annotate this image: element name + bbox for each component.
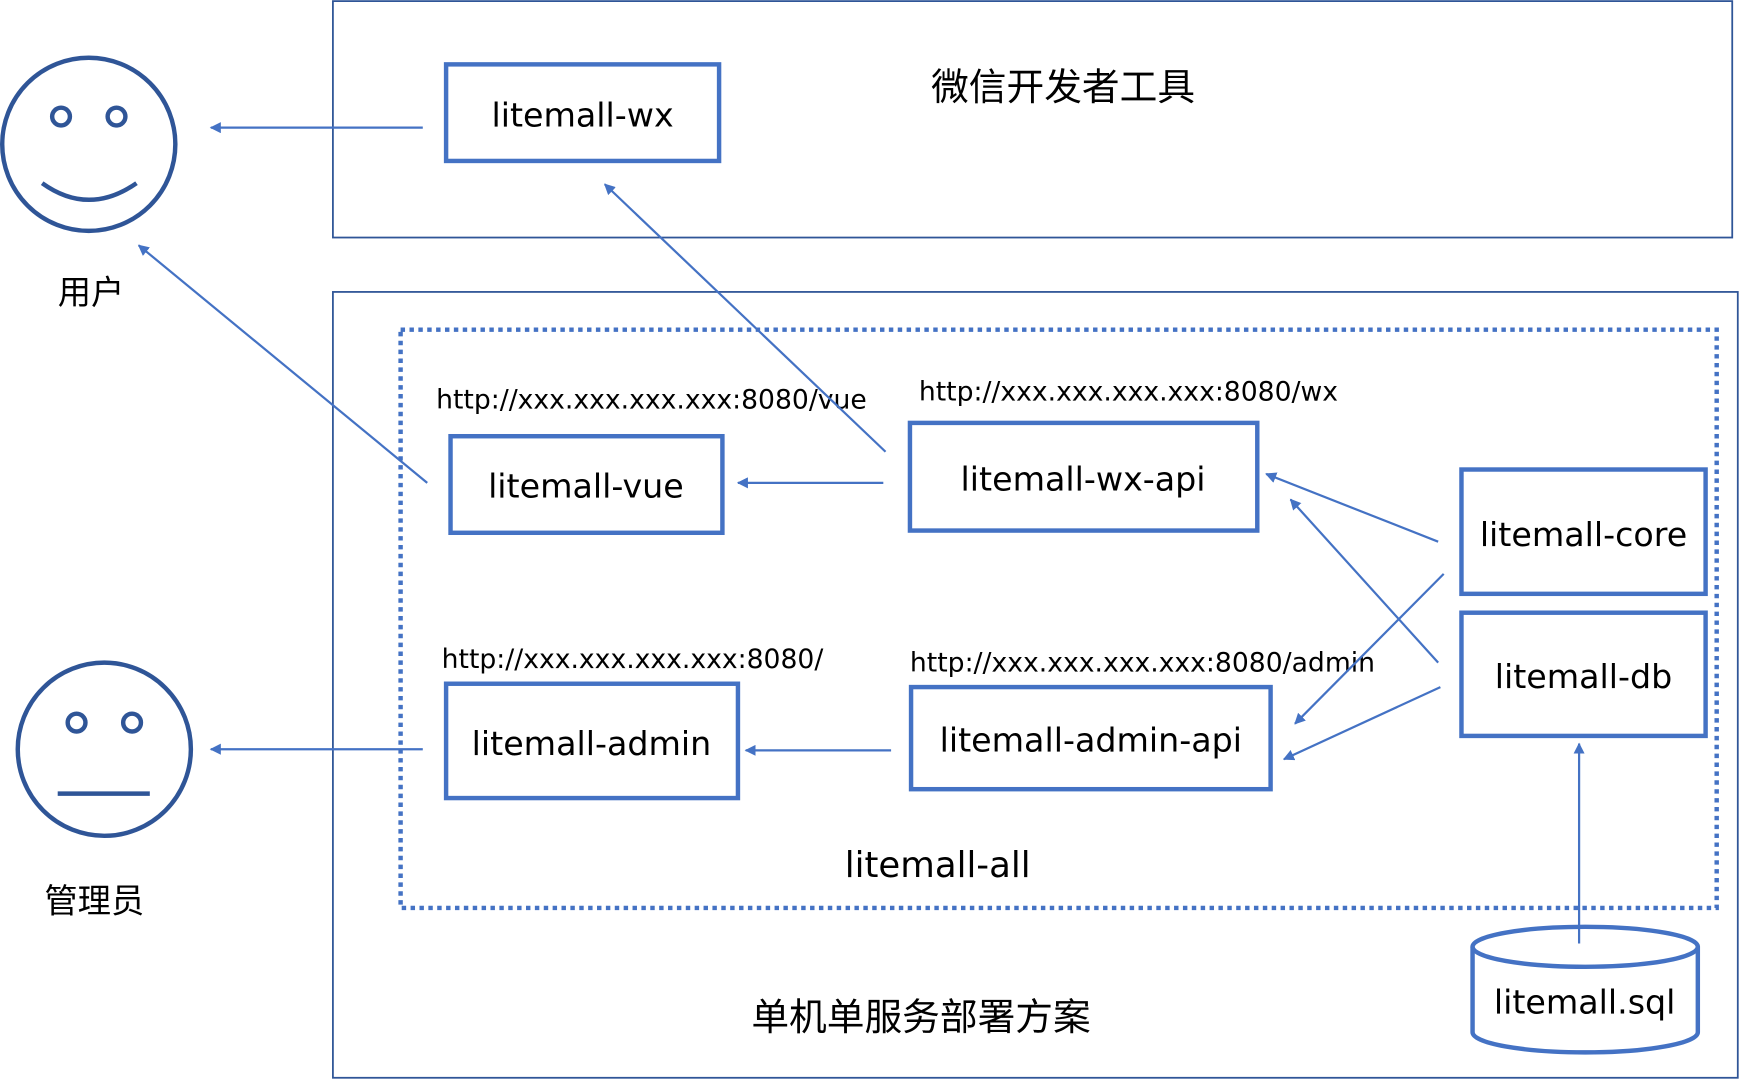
wechat-devtools-title: 微信开发者工具 [931,65,1195,109]
url-vue: http://xxx.xxx.xxx.xxx:8080/vue [436,384,867,415]
litemall-wx-api-box: litemall-wx-api [907,420,1260,533]
arrow-wx-api-to-wx [603,183,887,453]
admin-neutral-face-icon [15,660,194,839]
litemall-wx-box: litemall-wx [443,62,722,164]
arrow-vue-to-user [137,244,428,484]
litemall-db-box: litemall-db [1459,610,1708,739]
litemall-vue-label: litemall-vue [488,466,684,505]
url-admin: http://xxx.xxx.xxx.xxx:8080/ [442,644,824,675]
litemall-core-label: litemall-core [1480,515,1687,554]
admin-label: 管理员 [44,881,144,920]
arrow-core-to-wx-api [1265,472,1439,543]
user-label: 用户 [58,273,125,312]
litemall-sql-label: litemall.sql [1494,982,1676,1021]
litemall-sql-database-icon: litemall.sql [1470,924,1701,1055]
arrow-db-to-wx-api [1289,498,1439,664]
litemall-wx-api-label: litemall-wx-api [961,460,1206,499]
litemall-wx-label: litemall-wx [491,96,673,135]
arrow-core-to-admin-api [1294,573,1445,725]
litemall-all-boundary [398,327,1719,911]
user-smiley-icon [0,55,178,234]
arrow-db-to-admin-api [1282,686,1441,761]
litemall-core-box: litemall-core [1459,467,1708,597]
url-admin-api: http://xxx.xxx.xxx.xxx:8080/admin [910,648,1375,679]
deployment-title: 单机单服务部署方案 [751,995,1090,1039]
litemall-all-title: litemall-all [845,845,1031,886]
wechat-devtools-frame [332,0,1734,239]
deployment-frame [332,291,1739,1079]
url-wx: http://xxx.xxx.xxx.xxx:8080/wx [919,377,1338,408]
litemall-admin-api-box: litemall-admin-api [908,684,1273,792]
litemall-admin-box: litemall-admin [443,681,741,801]
litemall-admin-api-label: litemall-admin-api [940,720,1242,759]
litemall-vue-box: litemall-vue [448,433,725,536]
litemall-db-label: litemall-db [1495,657,1673,696]
litemall-admin-label: litemall-admin [472,724,712,763]
